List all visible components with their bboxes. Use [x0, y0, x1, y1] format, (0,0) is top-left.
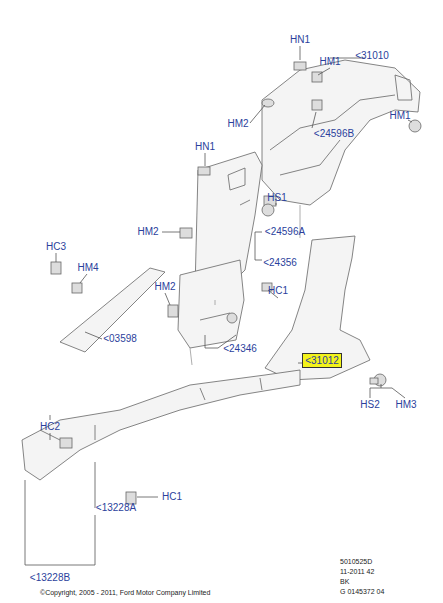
callout-number: HM3	[395, 400, 416, 410]
callout-number: <13228A	[96, 503, 136, 513]
callout-number: <24346	[223, 344, 257, 354]
leader-lines	[25, 46, 412, 565]
callout-number: HM2	[137, 227, 158, 237]
callout-number: <31010	[355, 51, 389, 61]
callout-number: HC2	[40, 422, 60, 432]
callout-number: HC1	[268, 286, 288, 296]
callout-number: <24596A	[265, 227, 305, 237]
callout-number: HC1	[162, 492, 182, 502]
rear-quarter-trim	[262, 60, 420, 205]
footer-note: ©Copyright, 2005 - 2011, Ford Motor Comp…	[40, 589, 210, 596]
callout-number: HM2	[154, 282, 175, 292]
clip-symbols	[51, 62, 421, 504]
callout-number: HN1	[195, 142, 215, 152]
footer-note: BK	[340, 578, 349, 585]
trim-detail	[228, 168, 250, 205]
trim-detail	[40, 378, 262, 445]
callout-number: <24356	[263, 258, 297, 268]
callout-number: <03598	[103, 334, 137, 344]
callout-number: HM1	[389, 111, 410, 121]
b-pillar-lower-trim	[178, 260, 244, 348]
trim-detail	[270, 95, 395, 175]
callout-number: <13228B	[30, 573, 70, 583]
callout-number: HS2	[360, 400, 379, 410]
trim-detail	[200, 313, 230, 320]
footer-note: 11-2011 42	[340, 568, 374, 575]
footer-note: 5010525D	[340, 558, 372, 565]
trim-detail	[395, 75, 412, 100]
callout-number: HC3	[46, 242, 66, 252]
highlighted-callout: <31012	[302, 353, 342, 368]
callout-number: HM1	[319, 57, 340, 67]
callout-number: HS1	[267, 193, 286, 203]
scuff-plate	[22, 370, 300, 480]
callout-number: <24596B	[314, 129, 354, 139]
callout-number: HN1	[290, 35, 310, 45]
footer-note: G 0145372 04	[340, 588, 384, 595]
callout-number: HM2	[227, 119, 248, 129]
a-pillar-trim	[60, 268, 165, 352]
callout-number: <31012	[305, 355, 339, 366]
callout-number: HM4	[77, 263, 98, 273]
